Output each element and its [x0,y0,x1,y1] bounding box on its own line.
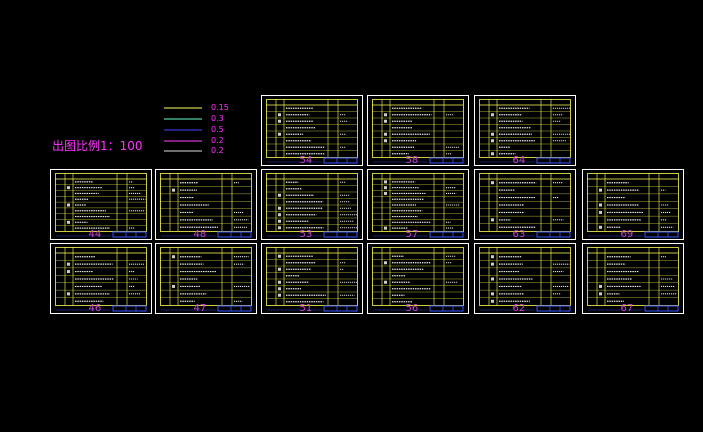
sheet-number: 51 [300,303,313,314]
sheet-number: 47 [194,303,207,314]
sheet-number: 56 [406,303,419,314]
drawing-sheet-56[interactable]: 56 [367,243,469,315]
drawing-sheet-53[interactable]: 53 [261,169,363,241]
sheet-number: 46 [89,303,102,314]
sheet-number: 54 [300,155,313,166]
sheet-number: 44 [89,229,102,240]
drawing-sheet-58[interactable]: 58 [367,95,469,167]
drawing-sheet-47[interactable]: 47 [155,243,257,315]
drawing-sheet-67[interactable]: 67 [582,243,684,315]
sheet-number: 48 [194,229,207,240]
line-weight-label-3: 0.5 [211,125,224,134]
drawing-sheet-69[interactable]: 69 [582,169,684,241]
drawing-sheet-44[interactable]: 44 [50,169,152,241]
sheet-number: 64 [513,155,526,166]
drawing-sheet-62[interactable]: 62 [474,243,576,315]
sheet-number: 53 [300,229,313,240]
sheet-number: 62 [513,303,526,314]
sheet-number: 57 [406,229,419,240]
line-weight-label-4: 0.2 [211,136,224,145]
line-weight-label-5: 0.2 [211,146,224,155]
drawing-sheet-48[interactable]: 48 [155,169,257,241]
sheet-number: 67 [621,303,634,314]
drawing-sheet-64[interactable]: 64 [474,95,576,167]
drawing-sheet-54[interactable]: 54 [261,95,363,167]
drawing-sheet-63[interactable]: 63 [474,169,576,241]
sheet-number: 58 [406,155,419,166]
drawing-sheet-46[interactable]: 46 [50,243,152,315]
line-weight-label-2: 0.3 [211,114,224,123]
sheet-number: 69 [621,229,634,240]
drawing-sheet-51[interactable]: 51 [261,243,363,315]
drawing-scale-label: 出图比例1：100 [52,139,143,153]
drawing-sheet-57[interactable]: 57 [367,169,469,241]
sheet-number: 63 [513,229,526,240]
line-weight-label-1: 0.15 [211,103,229,112]
